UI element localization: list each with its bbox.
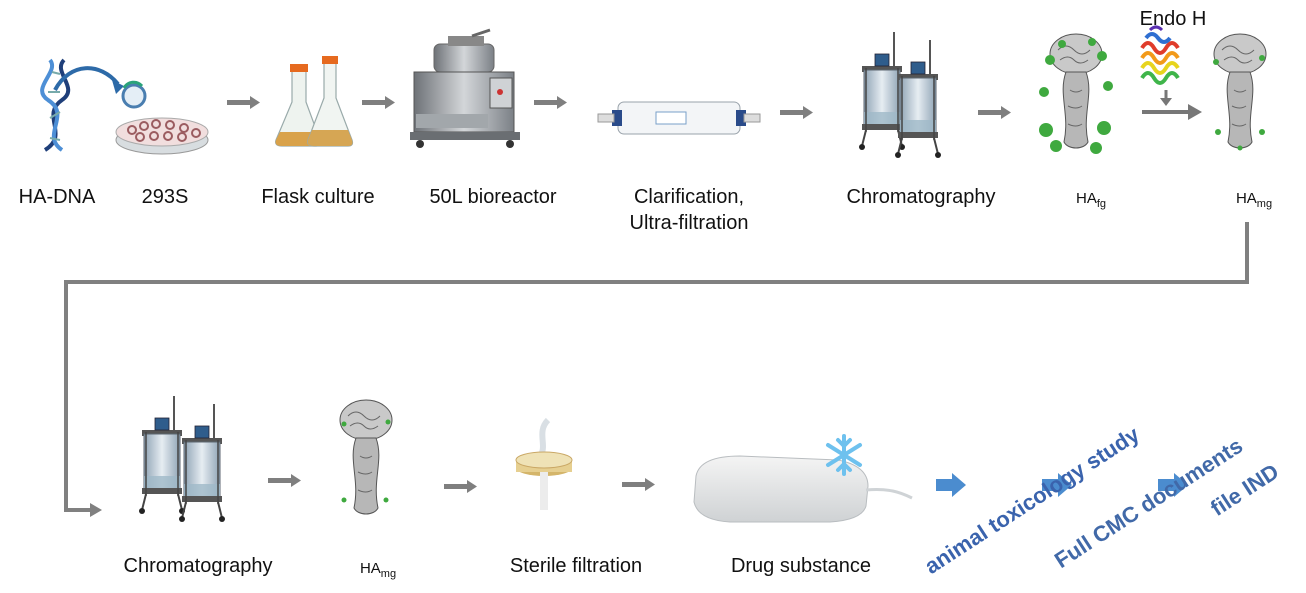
dna-icon <box>40 58 71 152</box>
drug-bag-icon <box>693 455 913 523</box>
flask-icon <box>275 56 354 147</box>
sterile-filter-icon <box>515 417 573 510</box>
petri-dish-icon <box>115 117 209 155</box>
label-clarification: Clarification, Ultra-filtration <box>629 186 749 234</box>
label-293s: 293S <box>141 186 189 208</box>
label-bioreactor: 50L bioreactor <box>429 186 557 208</box>
label-sterile-filtration: Sterile filtration <box>509 555 643 577</box>
row1-arrows <box>227 96 1011 119</box>
label-flask-culture: Flask culture <box>261 186 375 208</box>
filter-cartridge-icon <box>597 101 761 135</box>
label-ha-dna: HA-DNA <box>18 186 96 208</box>
transfection-arrow <box>53 66 120 92</box>
label-endo-h: Endo H <box>1139 8 1207 30</box>
plasmid-icon <box>121 80 147 109</box>
label-ha-fg: HAfg <box>1075 190 1107 210</box>
ha-mg-protein-icon-2 <box>339 399 393 515</box>
label-drug-substance: Drug substance <box>730 555 872 577</box>
bioreactor-icon <box>410 28 520 148</box>
row-connector-line <box>64 222 1249 512</box>
endo-h-arrow <box>1142 90 1202 120</box>
regulatory-arrows <box>936 473 1188 497</box>
chromatography-columns-icon-2 <box>138 395 226 523</box>
label-chromatography-2: Chromatography <box>123 555 273 577</box>
label-chromatography: Chromatography <box>846 186 996 208</box>
ha-mg-protein-icon <box>1213 33 1267 151</box>
label-ha-mg-2: HAmg <box>359 560 397 580</box>
label-ha-mg: HAmg <box>1235 190 1273 210</box>
chromatography-columns-icon <box>858 31 942 159</box>
endo-h-structure-icon <box>1140 25 1180 85</box>
ha-fg-protein-icon <box>1039 33 1113 154</box>
row2-arrows <box>268 474 655 493</box>
snowflake-icon <box>826 434 862 476</box>
